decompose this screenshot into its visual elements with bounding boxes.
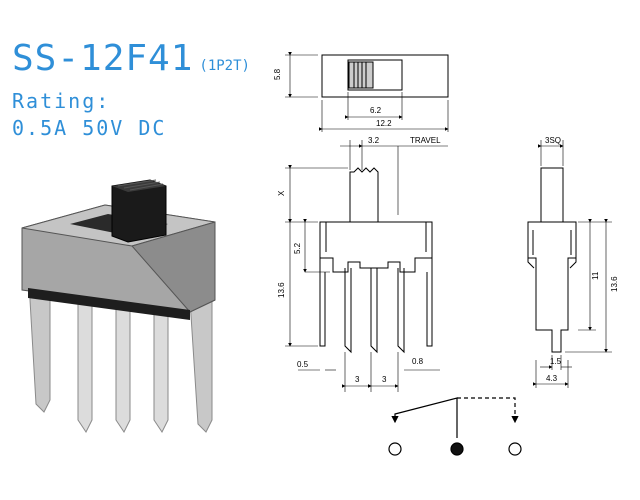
circuit-schematic — [388, 397, 522, 456]
actuator-knob — [111, 179, 167, 243]
schematic-solid-path — [391, 397, 458, 438]
terminal-right — [508, 442, 522, 456]
top-view-slot — [347, 59, 403, 91]
switch-photo — [21, 179, 216, 433]
product-title: SS-12F41 (1P2T) — [12, 38, 250, 79]
top-view-knob — [348, 61, 374, 89]
side-view-dimensions — [533, 140, 612, 388]
schematic-dashed-path — [457, 397, 519, 424]
dim-side-height: 11 — [591, 271, 600, 280]
front-view-pin-2 — [370, 268, 378, 354]
dim-side-base: 4.3 — [546, 374, 558, 383]
dim-pitch-2: 3 — [382, 375, 387, 384]
dim-knob-width: 3.2 — [368, 136, 380, 145]
dim-height-upper: 5.2 — [293, 242, 302, 254]
terminal-common — [450, 442, 464, 456]
front-view-pin-1 — [344, 268, 352, 354]
dim-pitch-1: 3 — [355, 375, 360, 384]
top-view-drawing — [285, 52, 449, 132]
model-number: SS-12F41 — [12, 38, 194, 79]
front-view-leg-left — [319, 258, 326, 347]
rating-label: Rating: — [12, 89, 111, 113]
dim-thickness-right: 0.8 — [412, 357, 424, 366]
side-view-drawing — [527, 167, 577, 353]
dim-total-height: 13.6 — [277, 282, 286, 298]
dim-side-total: 13.6 — [610, 276, 619, 292]
dim-top-height: 5.8 — [273, 68, 282, 80]
rating-block: Rating: 0.5A 50V DC — [12, 88, 166, 142]
rating-value: 0.5A 50V DC — [12, 116, 167, 140]
side-view-knob — [540, 167, 564, 223]
dim-top-width: 12.2 — [376, 119, 392, 128]
front-view-leg-right — [426, 258, 433, 347]
front-view-drawing — [319, 167, 433, 354]
dim-top-slot: 6.2 — [370, 106, 382, 115]
travel-label: TRAVEL — [410, 136, 441, 145]
front-view-dimensions — [285, 140, 448, 392]
front-view-body — [319, 221, 433, 273]
front-view-pin-3 — [397, 268, 405, 354]
top-view-body — [321, 54, 449, 98]
dim-side-pin: 1.5 — [550, 357, 562, 366]
terminal-left — [388, 442, 402, 456]
dim-thickness-left: 0.5 — [297, 360, 309, 369]
side-view-body — [527, 221, 577, 353]
variant-label: (1P2T) — [199, 58, 250, 74]
front-view-knob — [349, 167, 379, 223]
dim-side-knob: 3SQ — [545, 136, 561, 145]
dim-x-label: X — [277, 190, 286, 196]
